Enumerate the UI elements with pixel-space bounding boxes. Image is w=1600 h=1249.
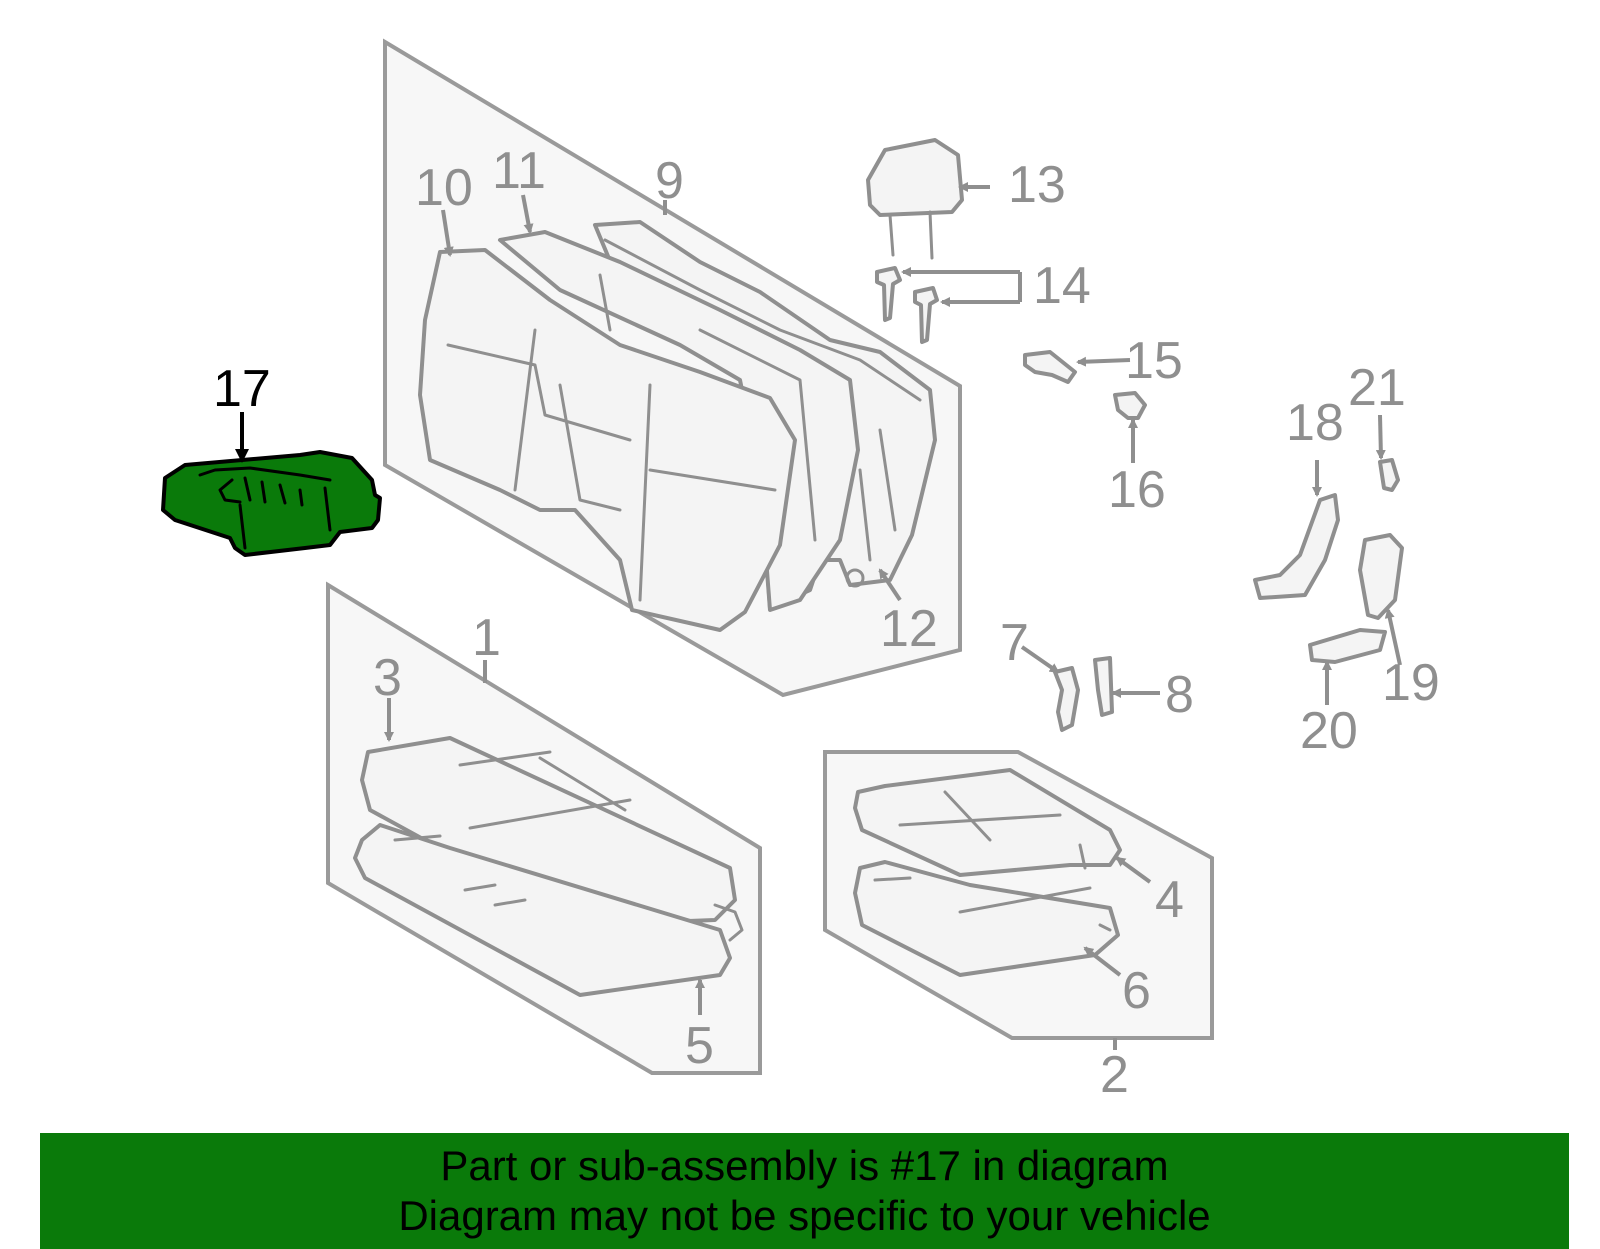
callout-10: 10 <box>415 159 473 217</box>
clip-16 <box>1113 391 1147 420</box>
callout-4: 4 <box>1155 871 1184 929</box>
callout-19: 19 <box>1382 654 1440 712</box>
trim-7 <box>1053 666 1080 732</box>
headrest <box>866 138 964 260</box>
callout-6: 6 <box>1122 962 1151 1020</box>
trim-8 <box>1093 656 1114 717</box>
callout-12: 12 <box>880 600 938 658</box>
callout-20: 20 <box>1300 702 1358 760</box>
callout-5: 5 <box>685 1017 714 1075</box>
callout-16: 16 <box>1108 461 1166 519</box>
callout-11: 11 <box>492 142 546 200</box>
seat-back-panel <box>383 38 962 698</box>
seat-cushion-right-panel <box>823 750 1214 1040</box>
callout-7: 7 <box>1000 614 1029 672</box>
headrest-guides <box>875 266 939 344</box>
callout-labels: 1 2 3 4 5 6 7 8 9 10 11 12 13 14 15 16 1… <box>213 142 1440 1104</box>
hinge-bracket-18 <box>1253 493 1340 600</box>
cover-19 <box>1358 533 1404 620</box>
callout-21: 21 <box>1348 359 1406 417</box>
bracket-15 <box>1023 350 1077 384</box>
callout-8: 8 <box>1165 666 1194 724</box>
seat-cushion-panel <box>326 581 762 1075</box>
highlighted-part-17 <box>161 450 382 557</box>
banner-line-2: Diagram may not be specific to your vehi… <box>398 1192 1211 1239</box>
callout-1: 1 <box>472 609 501 667</box>
info-banner: Part or sub-assembly is #17 in diagram D… <box>40 1133 1569 1249</box>
callout-3: 3 <box>373 649 402 707</box>
banner-line-1: Part or sub-assembly is #17 in diagram <box>440 1142 1169 1189</box>
callout-9: 9 <box>655 152 684 210</box>
callout-15: 15 <box>1125 332 1183 390</box>
callout-13: 13 <box>1008 156 1066 214</box>
callout-17: 17 <box>213 360 271 418</box>
clip-21 <box>1378 458 1400 492</box>
callout-14: 14 <box>1033 257 1091 315</box>
callout-2: 2 <box>1100 1046 1129 1104</box>
leader-lines <box>235 182 1402 1050</box>
callout-18: 18 <box>1286 394 1344 452</box>
lever-20 <box>1308 628 1387 664</box>
